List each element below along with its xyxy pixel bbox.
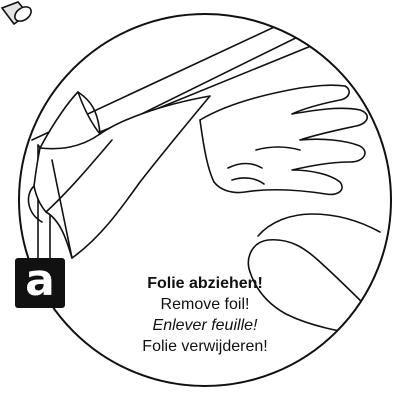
- instruction-caption: Folie abziehen! Remove foil! Enlever feu…: [110, 273, 300, 357]
- hand-icon: [200, 85, 367, 194]
- instruction-nl: Folie verwijderen!: [110, 336, 300, 357]
- tube-cap-icon: [2, 2, 34, 24]
- instruction-de: Folie abziehen!: [110, 273, 300, 294]
- instruction-en: Remove foil!: [110, 294, 300, 315]
- step-badge: a: [15, 258, 65, 308]
- instruction-fr: Enlever feuille!: [110, 315, 300, 336]
- foil-peel-icon: [28, 92, 210, 258]
